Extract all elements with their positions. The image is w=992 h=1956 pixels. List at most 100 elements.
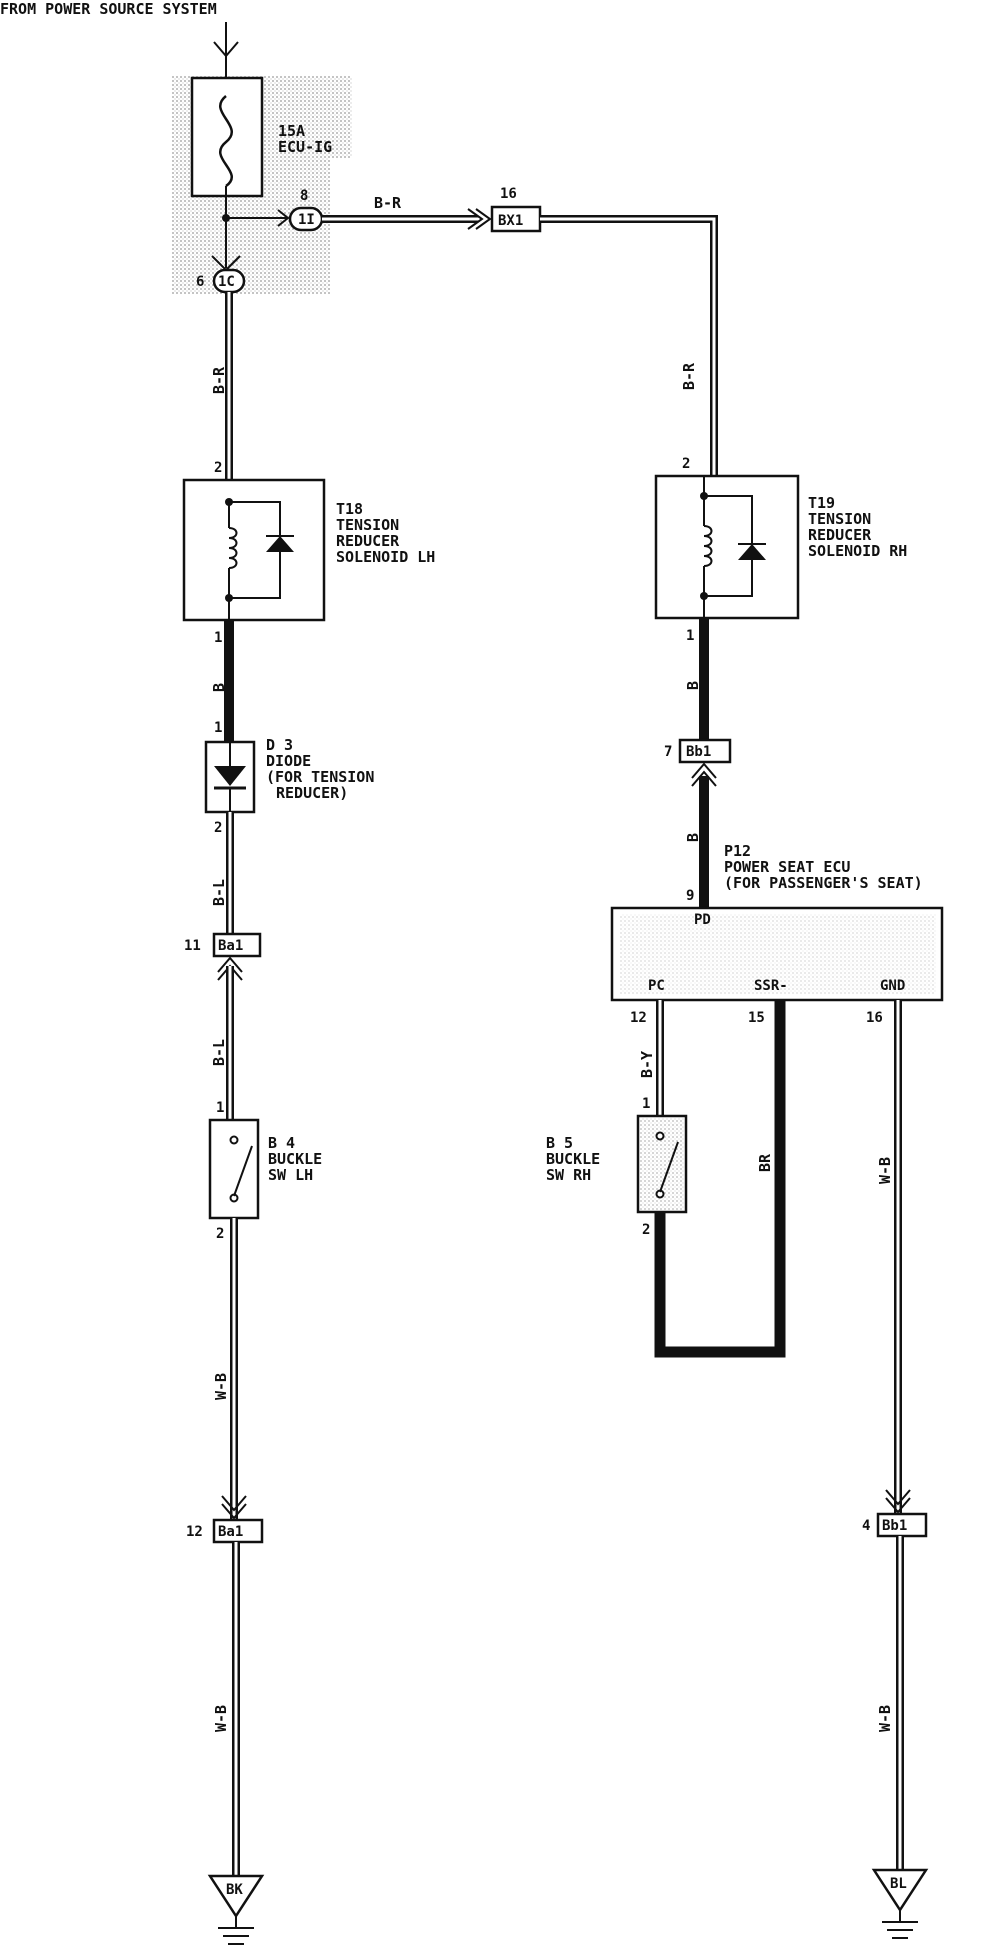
connector-bx1-code: BX1 <box>498 213 523 229</box>
wire-b-left-label: B <box>210 683 228 692</box>
t19-line2: REDUCER <box>808 526 872 544</box>
connector-1I-code: 1I <box>298 212 315 228</box>
d3-line1: DIODE <box>266 752 311 770</box>
t18-pin-top: 2 <box>214 460 222 476</box>
p12-pin-gnd: 16 <box>866 1010 883 1026</box>
fuse-box <box>190 76 264 198</box>
fuse-name: ECU-IG <box>278 138 332 156</box>
p12-term-gnd: GND <box>880 978 905 994</box>
b5-pin-bottom: 2 <box>642 1222 650 1238</box>
ground-bk <box>207 1874 265 1919</box>
t18-code: T18 <box>336 500 363 518</box>
connector-1C-code: 1C <box>218 274 235 290</box>
b5-pin-top: 1 <box>642 1096 650 1112</box>
t19-code: T19 <box>808 494 835 512</box>
wire-br-right-label: B-R <box>680 362 698 390</box>
connector-1I-pin: 8 <box>300 188 308 204</box>
connector-bb1-low-pin: 4 <box>862 1518 870 1534</box>
b5-code: B 5 <box>546 1134 573 1152</box>
ground-bl <box>871 1868 929 1913</box>
b4-code: B 4 <box>268 1134 295 1152</box>
connector-1C-pin: 6 <box>196 274 204 290</box>
d3-line3: REDUCER) <box>276 784 348 802</box>
p12-term-pd: PD <box>694 912 711 928</box>
wire-br-right <box>540 215 718 476</box>
fuse-rating: 15A <box>278 122 305 140</box>
wire-br-left-label: B-R <box>210 366 228 394</box>
wire-bl-upper-label: B-L <box>210 879 228 906</box>
t18-line3: SOLENOID LH <box>336 548 435 566</box>
p12-pin-pd: 9 <box>686 888 694 904</box>
b4-line2: SW LH <box>268 1166 313 1184</box>
wire-br-loop-label: BR <box>756 1153 774 1172</box>
t18-coil-icon <box>228 527 238 569</box>
t19-pin-top: 2 <box>682 456 690 472</box>
power-source-label: FROM POWER SOURCE SYSTEM <box>0 0 217 18</box>
wire-wb-left-lower-label: W-B <box>212 1705 230 1732</box>
t19-line1: TENSION <box>808 510 871 528</box>
source-arrow-icon <box>213 41 239 58</box>
fuse-icon <box>219 95 233 188</box>
ba1-low-arrow-icon <box>221 1495 247 1512</box>
p12-term-pc: PC <box>648 978 665 994</box>
branch-arrow-icon <box>277 209 290 227</box>
p12-code: P12 <box>724 842 751 860</box>
wire-wb-right-lower-label: W-B <box>876 1705 894 1732</box>
t18-line2: REDUCER <box>336 532 400 550</box>
wire-br-top-label: B-R <box>374 194 402 212</box>
connector-bb1-top <box>678 738 732 764</box>
p12-pin-pc: 12 <box>630 1010 647 1026</box>
connector-ba1-mid <box>212 932 262 958</box>
connector-ba1-low-code: Ba1 <box>218 1524 243 1540</box>
d3-pin-top: 1 <box>214 720 222 736</box>
wire-by-label: B-Y <box>638 1051 656 1078</box>
d3-code: D 3 <box>266 736 293 754</box>
bb1-top-arrow-icon <box>691 762 717 779</box>
wire-b-right-upper-label: B <box>684 681 702 690</box>
t18-pin-bottom: 1 <box>214 630 222 646</box>
b4-line1: BUCKLE <box>268 1150 322 1168</box>
b4-switch-icon <box>233 1145 253 1197</box>
t19-diode-icon <box>738 544 766 560</box>
connector-ba1-mid-code: Ba1 <box>218 938 243 954</box>
ground-bl-label: BL <box>890 1876 907 1892</box>
wire-b-right-lower-label: B <box>684 833 702 842</box>
connector-ba1-mid-pin: 11 <box>184 938 201 954</box>
t18-line1: TENSION <box>336 516 399 534</box>
arrow-to-bx1-icon <box>467 208 484 230</box>
connector-ba1-low-pin: 12 <box>186 1524 203 1540</box>
b5-line2: SW RH <box>546 1166 591 1184</box>
wire-wb-left-upper-label: W-B <box>212 1373 230 1400</box>
ground-bk-label: BK <box>226 1882 243 1898</box>
p12-line2: (FOR PASSENGER'S SEAT) <box>724 874 923 892</box>
p12-term-ssr: SSR- <box>754 978 788 994</box>
wire-br-loop <box>654 1000 786 1358</box>
connector-bb1-top-code: Bb1 <box>686 744 711 760</box>
t18-solenoid-box <box>182 478 326 622</box>
wire-wb-right-upper-label: W-B <box>876 1157 894 1184</box>
b4-pin-bottom: 2 <box>216 1226 224 1242</box>
ba1-mid-arrow-icon <box>217 956 243 973</box>
d3-line2: (FOR TENSION <box>266 768 374 786</box>
t19-coil-icon <box>703 525 713 567</box>
b4-pin-top: 1 <box>216 1100 224 1116</box>
t18-diode-icon <box>266 536 294 552</box>
b5-line1: BUCKLE <box>546 1150 600 1168</box>
junction-block-shading-top <box>330 76 352 158</box>
d3-diode-icon <box>214 766 246 786</box>
connector-bx1-pin: 16 <box>500 186 517 202</box>
t19-solenoid-box <box>654 474 800 620</box>
t19-line3: SOLENOID RH <box>808 542 907 560</box>
d3-pin-bottom: 2 <box>214 820 222 836</box>
wire-bl-lower-label: B-L <box>210 1039 228 1066</box>
b4-buckle-switch-box <box>208 1118 260 1220</box>
t19-pin-bottom: 1 <box>686 628 694 644</box>
bb1-low-arrow-icon <box>885 1489 911 1506</box>
p12-pin-ssr: 15 <box>748 1010 765 1026</box>
b5-switch-icon <box>659 1141 679 1193</box>
connector-bb1-low-code: Bb1 <box>882 1518 907 1534</box>
p12-line1: POWER SEAT ECU <box>724 858 850 876</box>
connector-bb1-top-pin: 7 <box>664 744 672 760</box>
